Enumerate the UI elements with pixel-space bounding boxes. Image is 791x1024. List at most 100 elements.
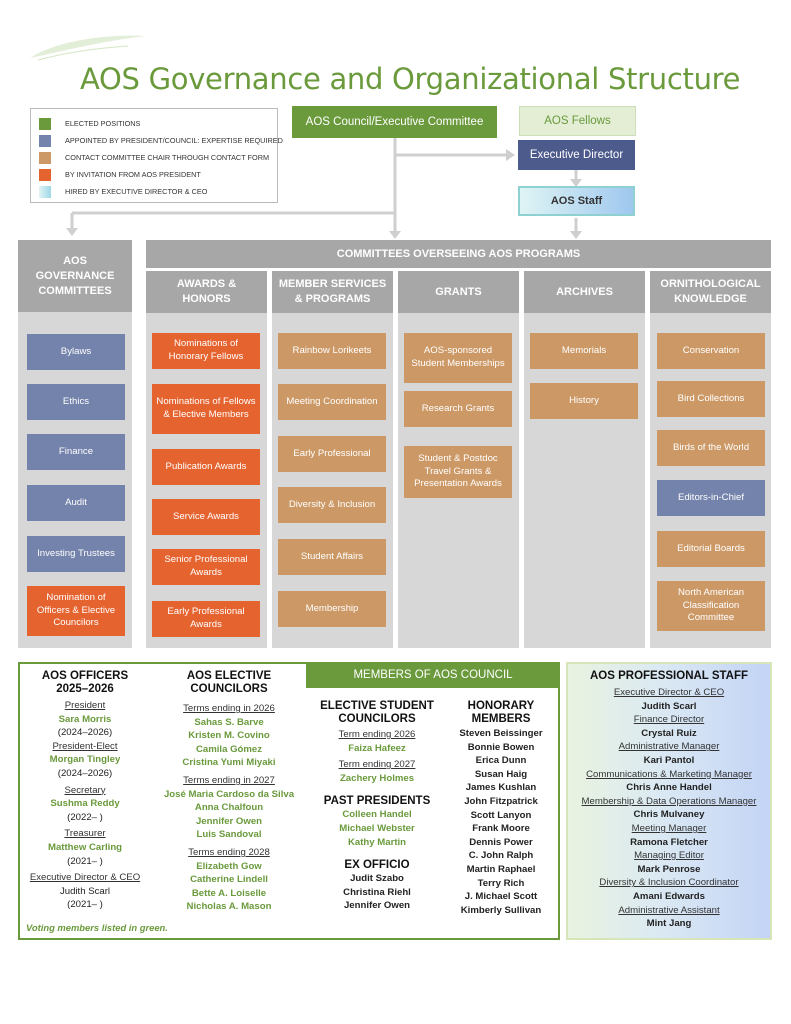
voting-note: Voting members listed in green.: [26, 922, 168, 933]
term-label: Terms ending in 2026: [183, 703, 275, 714]
officer-term: (2022– ): [67, 811, 103, 823]
member-services-item: Rainbow Lorikeets: [278, 333, 386, 369]
legend-label: APPOINTED BY PRESIDENT/COUNCIL: EXPERTIS…: [65, 136, 283, 145]
honorary-name: J. Michael Scott: [464, 891, 538, 903]
awards-item: Publication Awards: [152, 449, 260, 485]
ornithological-item: Bird Collections: [657, 381, 765, 417]
staff-name: Ramona Fletcher: [630, 836, 708, 848]
councilor-name: Bette A. Loiselle: [191, 887, 267, 899]
student-name: Faiza Hafeez: [348, 742, 406, 754]
grants-item: Student & Postdoc Travel Grants & Presen…: [404, 446, 512, 498]
councilor-name: José Maria Cardoso da Silva: [163, 788, 295, 800]
council-members-header: MEMBERS OF AOS COUNCIL: [306, 662, 560, 688]
ornithological-header: ORNITHOLOGICAL KNOWLEDGE: [650, 271, 771, 313]
staff-name: Judith Scarl: [641, 700, 697, 712]
governance-item-audit: Audit: [27, 485, 125, 521]
awards-item: Nominations of Fellows & Elective Member…: [152, 384, 260, 434]
councilor-name: Sahas S. Barve: [194, 716, 264, 728]
awards-item: Early Professional Awards: [152, 601, 260, 637]
professional-staff-panel: [566, 662, 772, 940]
staff-role: Communications & Marketing Manager: [586, 768, 752, 780]
staff-role: Executive Director & CEO: [613, 687, 725, 698]
legend-label: HIRED BY EXECUTIVE DIRECTOR & CEO: [65, 187, 208, 196]
officer-role: Executive Director & CEO: [29, 872, 141, 884]
councilor-name: Elizabeth Gow: [196, 860, 262, 872]
term-label: Terms ending 2028: [188, 846, 270, 858]
ex-officio-name: Christina Riehl: [343, 886, 411, 898]
councilor-name: Luis Sandoval: [196, 829, 262, 841]
councilor-name: Anna Chalfoun: [194, 802, 264, 814]
grants-item: Research Grants: [404, 391, 512, 427]
member-services-item: Early Professional: [278, 436, 386, 472]
honorary-name: Dennis Power: [469, 836, 533, 848]
councilor-name: Camila Gómez: [195, 743, 263, 755]
ex-officio-title: EX OFFICIO: [344, 859, 410, 872]
governance-item-nomination: Nomination of Officers & Elective Counci…: [27, 586, 125, 636]
governance-item-investing-trustees: Investing Trustees: [27, 536, 125, 572]
archives-item: Memorials: [530, 333, 638, 369]
archives-header: ARCHIVES: [524, 271, 645, 313]
officer-name: Judith Scarl: [59, 885, 111, 897]
connector-lines: [66, 138, 582, 239]
officer-term: (2024–2026): [57, 727, 113, 739]
staff-name: Crystal Ruiz: [641, 727, 697, 739]
officer-name: Sara Morris: [58, 713, 112, 725]
elective-title: AOS ELECTIVE COUNCILORS: [186, 670, 272, 695]
legend-swatch-hired: [39, 185, 51, 198]
staff-role: Membership & Data Operations Manager: [581, 795, 757, 807]
honorary-name: Martin Raphael: [466, 863, 536, 875]
officer-term: (2021– ): [67, 899, 103, 911]
executive-director-box: Executive Director: [518, 140, 635, 170]
staff-name: Mint Jang: [646, 918, 692, 930]
officer-name: Matthew Carling: [47, 841, 123, 853]
honorary-name: John Fitzpatrick: [464, 795, 538, 807]
staff-role: Managing Editor: [634, 850, 704, 862]
legend-swatch-invitation: [39, 168, 51, 181]
honorary-members-block: HONORARY MEMBERS Steven Beissinger Bonni…: [448, 700, 554, 917]
honorary-name: Kimberly Sullivan: [460, 904, 542, 916]
awards-item: Senior Professional Awards: [152, 549, 260, 585]
staff-name: Kari Pantol: [643, 754, 695, 766]
council-executive-committee-box: AOS Council/Executive Committee: [292, 106, 497, 138]
page-title: AOS Governance and Organizational Struct…: [80, 62, 741, 96]
legend-item: BY INVITATION FROM AOS PRESIDENT: [39, 166, 269, 183]
legend-swatch-appointed: [39, 134, 51, 147]
officer-role: Secretary: [64, 784, 106, 796]
governance-item-bylaws: Bylaws: [27, 334, 125, 370]
member-services-item: Student Affairs: [278, 539, 386, 575]
past-president-name: Kathy Martin: [347, 836, 407, 848]
council-members-panel: [18, 662, 560, 940]
staff-name: Amani Edwards: [633, 890, 705, 902]
member-services-header: MEMBER SERVICES & PROGRAMS: [272, 271, 393, 313]
term-label: Terms ending in 2027: [183, 774, 275, 786]
honorary-name: Steven Beissinger: [459, 728, 543, 739]
governance-header: AOS GOVERNANCE COMMITTEES: [18, 240, 132, 312]
grants-header: GRANTS: [398, 271, 519, 313]
honorary-name: Susan Haig: [474, 768, 528, 780]
ex-officio-name: Judit Szabo: [350, 873, 404, 885]
awards-header: AWARDS & HONORS: [146, 271, 267, 313]
councilor-name: Nicholas A. Mason: [186, 901, 272, 913]
ornithological-item: Conservation: [657, 333, 765, 369]
honorary-name: James Kushlan: [465, 782, 537, 794]
archives-item: History: [530, 383, 638, 419]
legend-item: ELECTED POSITIONS: [39, 115, 269, 132]
legend-label: BY INVITATION FROM AOS PRESIDENT: [65, 170, 201, 179]
grants-item: AOS-sponsored Student Memberships: [404, 333, 512, 383]
ornithological-item: Editors-in-Chief: [657, 480, 765, 516]
past-presidents-title: PAST PRESIDENTS: [323, 795, 431, 808]
past-president-name: Michael Webster: [339, 822, 415, 834]
aos-fellows-box: AOS Fellows: [519, 106, 636, 136]
staff-role: Diversity & Inclusion Coordinator: [599, 877, 739, 889]
ornithological-item: Editorial Boards: [657, 531, 765, 567]
staff-role: Finance Director: [633, 714, 705, 726]
councilor-name: Kristen M. Covino: [188, 730, 270, 742]
staff-name: Chris Mulvaney: [633, 809, 705, 821]
governance-item-finance: Finance: [27, 434, 125, 470]
legend-swatch-elected: [39, 117, 51, 130]
honorary-name: Terry Rich: [477, 877, 525, 889]
staff-name: Mark Penrose: [637, 863, 701, 875]
legend-swatch-contact: [39, 151, 51, 164]
term-label: Term ending 2027: [338, 759, 416, 771]
ornithological-item: North American Classification Committee: [657, 581, 765, 631]
